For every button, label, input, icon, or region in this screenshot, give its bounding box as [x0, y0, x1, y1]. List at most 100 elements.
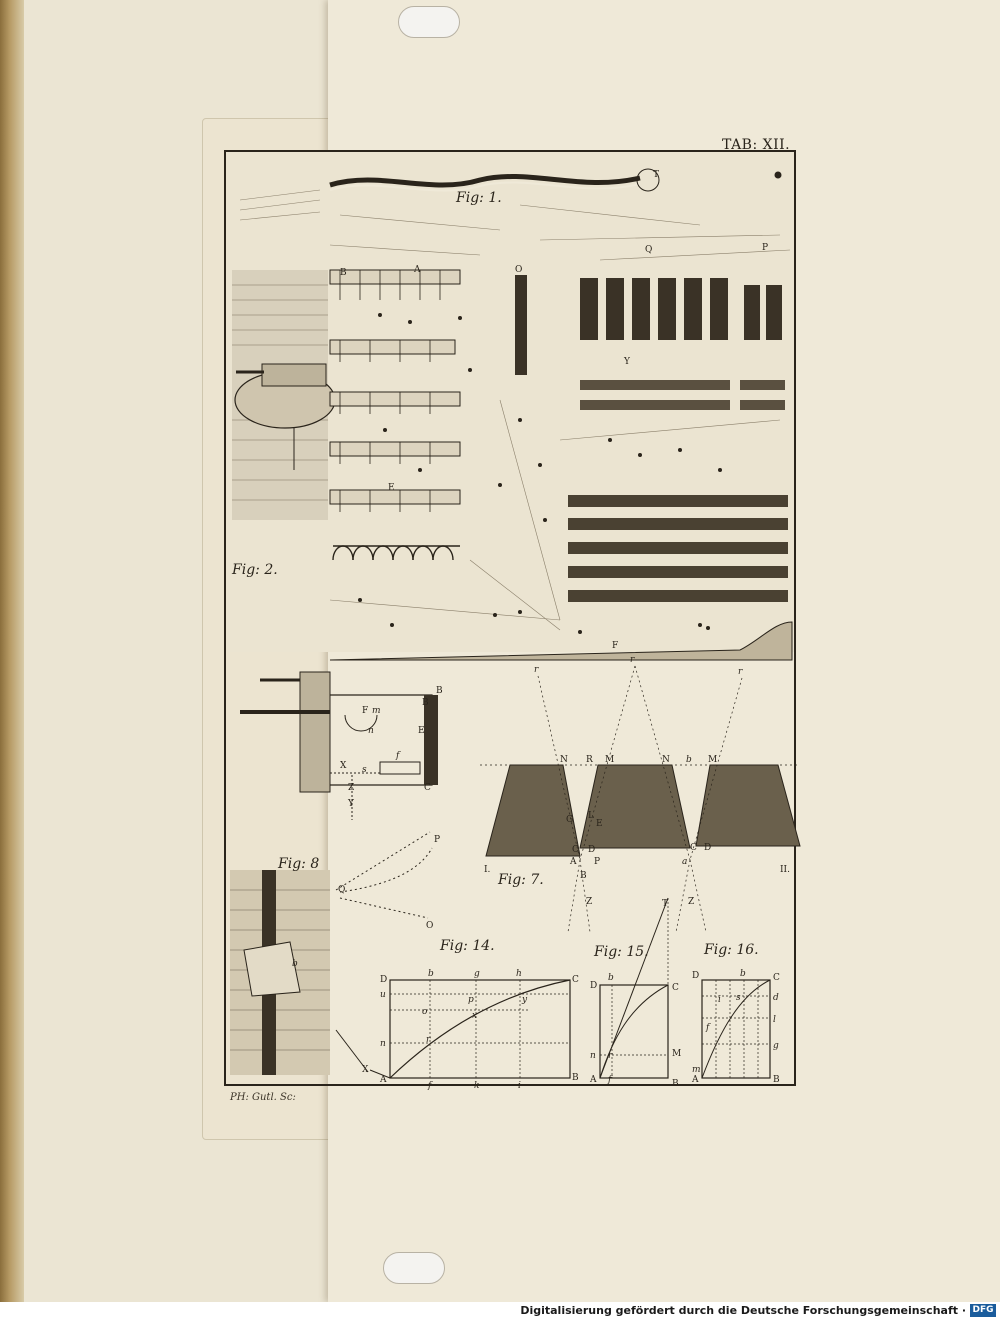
label-m: m [372, 706, 381, 716]
label-C: C [773, 973, 780, 983]
label-P: P [434, 835, 440, 845]
label-A: A [413, 265, 421, 275]
label-b: b [686, 755, 692, 765]
label-C: C [424, 783, 431, 793]
label-g: g [773, 1041, 779, 1051]
fig1-caption: Fig: 1. [456, 190, 502, 206]
label-E: E [418, 726, 425, 736]
book-gutter [0, 0, 24, 1302]
label-T: T [653, 170, 659, 180]
label-b: b [740, 969, 746, 979]
label-Y: Y [623, 357, 631, 367]
label-n: n [380, 1039, 386, 1049]
label-P: P [594, 857, 600, 867]
label-A: A [569, 857, 577, 867]
label-u: u [380, 990, 386, 1000]
funding-notice: Digitalisierung gefördert durch die Deut… [520, 1304, 966, 1317]
label-o: o [422, 1007, 428, 1017]
fig2-diagram [240, 671, 438, 820]
fig15-caption: Fig: 15. [594, 944, 649, 960]
label-Q: Q [645, 245, 652, 255]
label-D1: D [588, 845, 595, 855]
label-N2: N [662, 755, 670, 765]
label-k: k [474, 1081, 479, 1091]
label-Q: Q [338, 885, 345, 895]
label-Z: Z [348, 783, 354, 793]
fig16-diagram [701, 979, 771, 1079]
label-C: C [672, 983, 679, 993]
label-N1: N [560, 755, 568, 765]
label-r3: r [738, 667, 743, 677]
top-page-clip [398, 6, 460, 38]
fig8-labels: Q P O b [292, 835, 440, 969]
plate-title: TAB: XII. [722, 137, 791, 153]
label-R: R [586, 755, 593, 765]
label-B2: B [436, 686, 443, 696]
fig1-labels: T O Q P Y E B A F [340, 170, 768, 651]
label-f: f [607, 1075, 613, 1085]
landscape-scene [226, 152, 794, 661]
label-g: g [474, 969, 480, 979]
label-x: x [472, 1011, 477, 1021]
label-A: A [691, 1075, 699, 1085]
fig7-diagram [480, 665, 801, 933]
dfg-logo: DFG [970, 1304, 996, 1317]
label-f: f [395, 751, 401, 761]
fig14-caption: Fig: 14. [440, 938, 495, 954]
label-A: A [589, 1075, 597, 1085]
label-p: p [468, 995, 474, 1005]
label-i: i [518, 1081, 521, 1091]
label-X: X [340, 761, 347, 771]
label-E: E [596, 819, 603, 829]
label-P: P [762, 243, 768, 253]
label-Y: Y [347, 799, 355, 809]
label-b: b [608, 973, 614, 983]
label-M1: M [605, 755, 614, 765]
label-f: f [705, 1023, 711, 1033]
plate-border [224, 150, 796, 1086]
label-B: B [572, 1073, 579, 1083]
label-f: f [427, 1081, 433, 1091]
label-D: D [380, 975, 387, 985]
fig8-diagram [230, 831, 433, 1075]
label-D2: D [704, 843, 711, 853]
label-s: s [736, 993, 741, 1003]
label-m: m [692, 1065, 701, 1075]
fig16-labels: D b C d i s l f g m A B [691, 969, 780, 1085]
fig7-labels: r r r N R M N b M G L E C D C D a A P I.… [484, 655, 790, 909]
label-D: D [590, 981, 597, 991]
label-l: l [773, 1015, 776, 1025]
label-I: I. [484, 865, 491, 875]
label-d: d [773, 993, 779, 1003]
fig15-labels: D b C n r M A f B [589, 973, 681, 1089]
engraver-signature: PH: Gutl. Sc: [230, 1092, 296, 1103]
fig14-diagram [369, 979, 571, 1079]
label-O: O [515, 265, 522, 275]
fig2-labels: B B E F m n X Z s f C Y [340, 686, 443, 809]
label-B: B [773, 1075, 780, 1085]
footer-bar: Digitalisierung gefördert durch die Deut… [0, 1302, 1000, 1320]
label-F: F [362, 706, 368, 716]
fig8-caption: Fig: 8 [278, 856, 320, 872]
label-II: II. [780, 865, 790, 875]
label-i: i [718, 995, 721, 1005]
label-Z1: Z [586, 897, 592, 907]
label-b: b [428, 969, 434, 979]
label-B: B [672, 1079, 679, 1089]
label-F: F [612, 641, 618, 651]
label-Z2: Z [688, 897, 694, 907]
fig15-diagram [599, 897, 669, 1079]
label-O: O [426, 921, 433, 931]
label-B: B [580, 871, 587, 881]
label-a: a [682, 857, 687, 867]
label-s: s [362, 765, 367, 775]
label-L: L [588, 811, 594, 821]
label-M2: M [708, 755, 717, 765]
fig2-caption: Fig: 2. [232, 562, 278, 578]
label-C1: C [572, 845, 579, 855]
label-M: M [672, 1049, 681, 1059]
label-D: D [692, 971, 699, 981]
label-n: n [590, 1051, 596, 1061]
